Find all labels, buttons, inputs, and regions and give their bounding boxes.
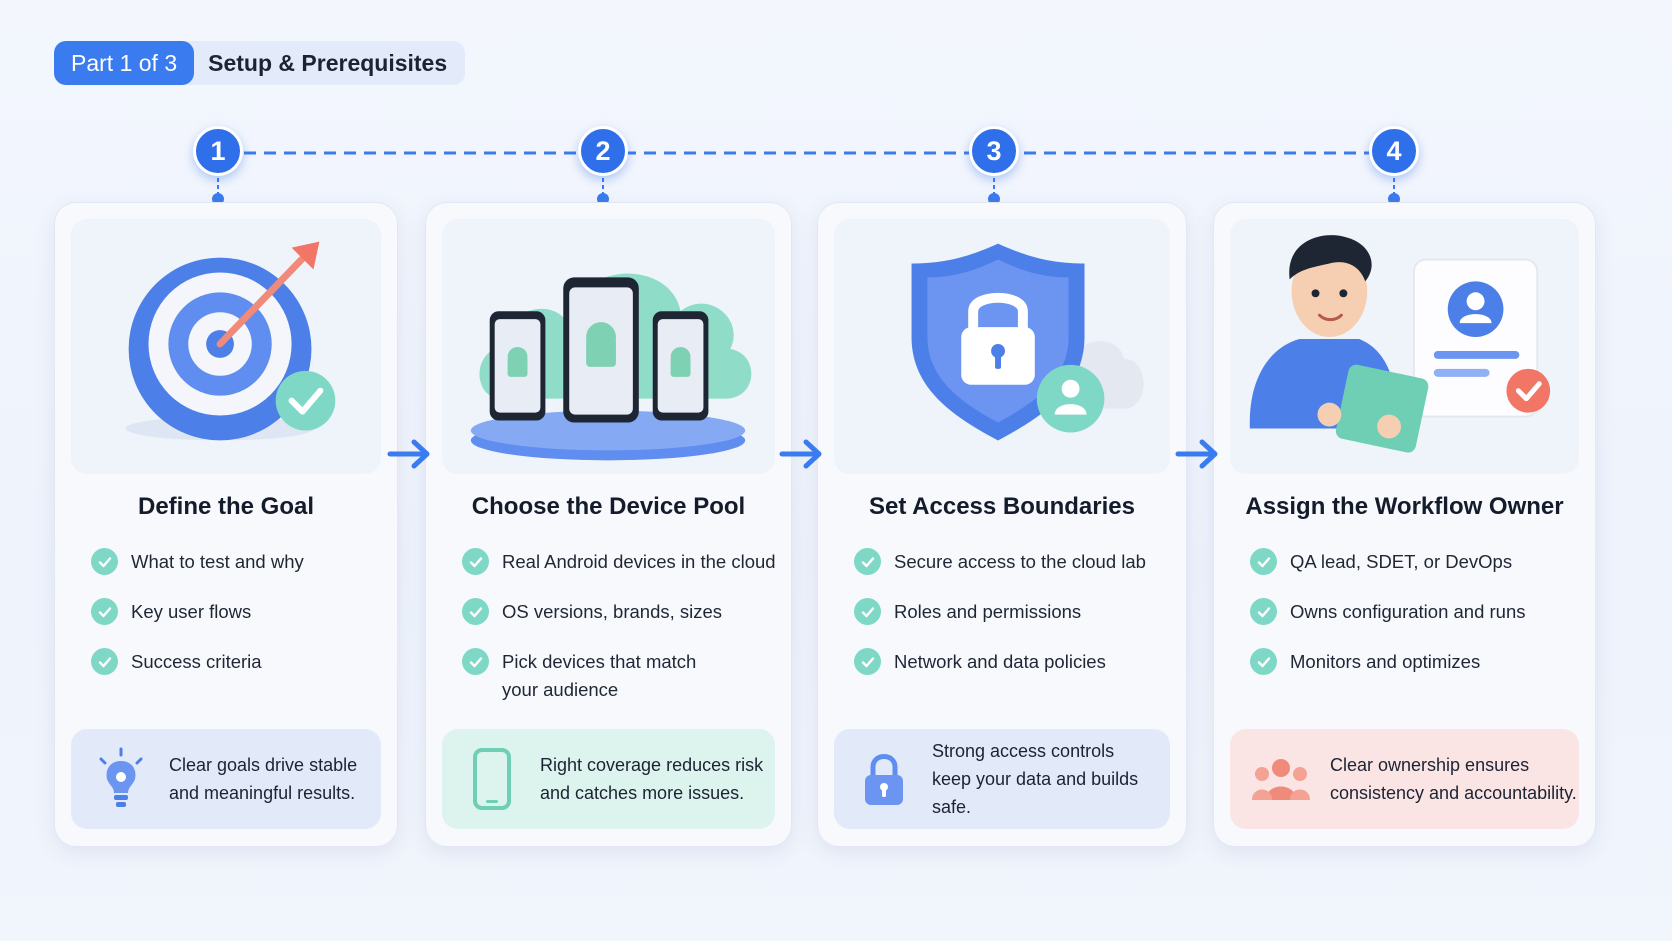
bullet-list: QA lead, SDET, or DevOps Owns configurat… xyxy=(1250,548,1585,698)
list-item: Monitors and optimizes xyxy=(1250,648,1585,676)
check-icon xyxy=(462,648,489,675)
step-card-access-boundaries: Set Access Boundaries Secure access to t… xyxy=(817,202,1187,847)
devices-cloud-icon xyxy=(442,219,775,474)
note-text: Clear goals drive stable xyxy=(169,755,358,775)
card-title: Assign the Workflow Owner xyxy=(1245,493,1564,520)
check-icon xyxy=(462,548,489,575)
list-item: Secure access to the cloud lab xyxy=(854,548,1176,576)
card-title: Set Access Boundaries xyxy=(869,493,1135,520)
card-title: Choose the Device Pool xyxy=(471,493,746,520)
note-text: and catches more issues. xyxy=(540,783,745,803)
note-box: Strong access controls keep your data an… xyxy=(834,729,1170,829)
note-text: keep your data and builds safe. xyxy=(932,769,1139,817)
team-icon xyxy=(1252,747,1310,811)
card-title: Define the Goal xyxy=(137,493,315,520)
bullet-list: What to test and why Key user flows Succ… xyxy=(91,548,387,698)
list-item: Roles and permissions xyxy=(854,598,1176,626)
page-title: Setup & Prerequisites xyxy=(208,49,448,76)
check-icon xyxy=(854,648,881,675)
note-text: Clear ownership ensures xyxy=(1330,755,1530,775)
check-icon xyxy=(91,548,118,575)
note-text: and meaningful results. xyxy=(169,783,356,803)
check-icon xyxy=(462,598,489,625)
step-number-3: 3 xyxy=(969,126,1019,176)
shield-lock-icon xyxy=(834,219,1170,474)
note-text: Strong access controls xyxy=(932,741,1115,761)
bullet-list: Secure access to the cloud lab Roles and… xyxy=(854,548,1176,698)
check-icon xyxy=(1250,598,1277,625)
list-item: Success criteria xyxy=(91,648,387,676)
list-item: Key user flows xyxy=(91,598,387,626)
note-text: Right coverage reduces risk xyxy=(540,755,764,775)
step-number-1: 1 xyxy=(193,126,243,176)
bullet-list: Real Android devices in the cloud OS ver… xyxy=(462,548,781,726)
section-header: Part 1 of 3 Setup & Prerequisites xyxy=(54,41,466,85)
note-text: consistency and accountability. xyxy=(1330,783,1577,803)
check-icon xyxy=(91,648,118,675)
check-icon xyxy=(91,598,118,625)
list-item: QA lead, SDET, or DevOps xyxy=(1250,548,1585,576)
lock-icon xyxy=(856,747,912,811)
step-card-workflow-owner: Assign the Workflow Owner QA lead, SDET,… xyxy=(1213,202,1596,847)
note-box: Clear ownership ensures consistency and … xyxy=(1230,729,1579,829)
step-number-2: 2 xyxy=(578,126,628,176)
step-number-4: 4 xyxy=(1369,126,1419,176)
target-icon xyxy=(71,219,381,474)
list-item: Network and data policies xyxy=(854,648,1176,676)
note-box: Right coverage reduces risk and catches … xyxy=(442,729,775,829)
list-item: Pick devices that match your audience xyxy=(462,648,781,704)
arrow-right-icon xyxy=(1175,439,1218,469)
check-icon xyxy=(854,598,881,625)
lightbulb-icon xyxy=(93,747,149,811)
check-icon xyxy=(1250,548,1277,575)
list-item: OS versions, brands, sizes xyxy=(462,598,781,626)
list-item: Owns configuration and runs xyxy=(1250,598,1585,626)
phone-icon xyxy=(464,747,520,811)
check-icon xyxy=(1250,648,1277,675)
step-card-define-goal: Define the Goal What to test and why Key… xyxy=(54,202,398,847)
arrow-right-icon xyxy=(387,439,430,469)
list-item: What to test and why xyxy=(91,548,387,576)
arrow-right-icon xyxy=(779,439,822,469)
part-badge: Part 1 of 3 xyxy=(54,41,195,85)
note-box: Clear goals drive stable and meaningful … xyxy=(71,729,381,829)
step-card-device-pool: Choose the Device Pool Real Android devi… xyxy=(425,202,792,847)
list-item: Real Android devices in the cloud xyxy=(462,548,781,576)
owner-person-icon xyxy=(1230,219,1579,474)
check-icon xyxy=(854,548,881,575)
